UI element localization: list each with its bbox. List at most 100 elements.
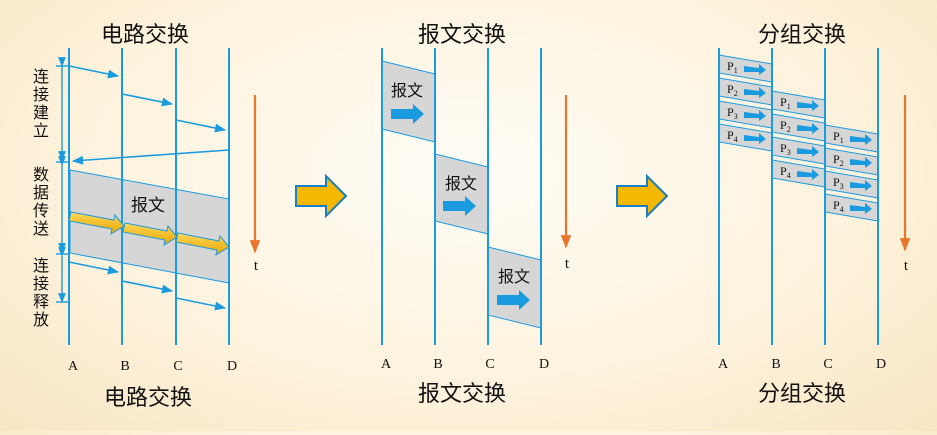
- blue-arrow: [443, 196, 476, 216]
- svg-text:P2: P2: [727, 82, 738, 98]
- svg-text:P3: P3: [833, 175, 844, 191]
- svg-text:P3: P3: [727, 105, 738, 121]
- phase-brackets: [56, 57, 68, 303]
- node-label: B: [433, 357, 442, 372]
- svg-text:接: 接: [33, 85, 49, 104]
- blue-arrow: [797, 146, 819, 157]
- node-label: A: [381, 357, 392, 372]
- svg-text:连: 连: [33, 256, 49, 275]
- message-label: 报文: [391, 81, 423, 100]
- blue-arrow: [850, 180, 872, 191]
- svg-text:接: 接: [33, 274, 49, 293]
- svg-text:P1: P1: [780, 95, 791, 111]
- node-label: C: [823, 357, 832, 372]
- blue-arrow: [850, 203, 872, 214]
- packet: P2: [824, 147, 879, 176]
- svg-text:立: 立: [33, 121, 49, 140]
- packet: P2: [771, 113, 826, 142]
- packet: P3: [824, 170, 879, 199]
- blue-arrow: [797, 100, 819, 111]
- node-label: A: [68, 359, 79, 374]
- blue-arrow: [744, 64, 766, 75]
- blue-arrow: [797, 169, 819, 180]
- svg-text:P4: P4: [780, 164, 791, 180]
- svg-text:P2: P2: [780, 118, 791, 134]
- svg-text:放: 放: [33, 310, 49, 329]
- packet: P4: [771, 159, 826, 188]
- gold-arrow: [122, 222, 178, 247]
- message-label: 报文: [498, 267, 530, 286]
- svg-text:传: 传: [33, 201, 49, 220]
- svg-text:数: 数: [33, 165, 49, 184]
- blue-arrow: [497, 290, 530, 310]
- node-label: B: [771, 357, 780, 372]
- message-label: 报文: [445, 174, 477, 193]
- transition-arrow: [616, 173, 669, 219]
- packet: P4: [718, 123, 773, 152]
- time-label: t: [565, 256, 570, 272]
- node-label: C: [173, 359, 182, 374]
- message-block: [487, 246, 542, 329]
- blue-arrow: [744, 133, 766, 144]
- setup-signal: [68, 65, 120, 79]
- panel-title: 报文交换: [418, 23, 506, 48]
- svg-text:送: 送: [33, 219, 49, 238]
- packet: P4: [824, 193, 879, 222]
- blue-arrow: [850, 134, 872, 145]
- node-label: B: [120, 359, 129, 374]
- node-label: D: [539, 357, 549, 372]
- message-switching-panel: 报文交换 报文 报文 报文 t A B C D 报文交换: [381, 23, 572, 407]
- blue-arrow: [744, 110, 766, 121]
- node-labels: A B C D: [381, 357, 549, 372]
- blue-arrow: [797, 123, 819, 134]
- time-label: t: [254, 258, 259, 274]
- message-block: [434, 153, 489, 235]
- setup-signal: [121, 93, 174, 107]
- data-transfer-band: [69, 169, 230, 284]
- message-label: 报文: [131, 196, 165, 216]
- svg-text:连: 连: [33, 67, 49, 86]
- release-signal: [175, 297, 227, 311]
- svg-text:据: 据: [33, 183, 49, 202]
- blue-arrow: [850, 157, 872, 168]
- packet: P1: [718, 54, 773, 83]
- gold-arrow: [175, 232, 230, 257]
- time-label: t: [904, 258, 909, 274]
- panel-caption: 电路交换: [104, 386, 192, 411]
- svg-text:P4: P4: [833, 198, 844, 214]
- transition-arrow: [295, 173, 348, 219]
- node-label: D: [876, 357, 886, 372]
- node-label: C: [485, 357, 494, 372]
- blue-arrow: [391, 104, 424, 124]
- panel-caption: 报文交换: [418, 382, 506, 407]
- svg-text:P2: P2: [833, 152, 844, 168]
- release-signal: [68, 261, 120, 275]
- svg-text:P1: P1: [727, 59, 738, 75]
- packet: P1: [824, 124, 879, 153]
- packet: P3: [771, 136, 826, 165]
- packet: P3: [718, 100, 773, 129]
- message-arrows: [68, 211, 230, 257]
- panel-title: 电路交换: [101, 23, 189, 48]
- svg-text:P3: P3: [780, 141, 791, 157]
- svg-text:P1: P1: [833, 129, 844, 145]
- packet: P2: [718, 77, 773, 106]
- setup-signal: [175, 119, 227, 133]
- gold-arrow: [68, 211, 125, 236]
- node-label: D: [227, 359, 237, 374]
- panel-caption: 分组交换: [758, 382, 846, 407]
- blue-arrow: [744, 87, 766, 98]
- svg-text:释: 释: [33, 292, 49, 311]
- message-block: [381, 60, 436, 143]
- svg-text:建: 建: [33, 103, 49, 122]
- release-signal: [121, 280, 174, 294]
- packet: P1: [771, 90, 826, 119]
